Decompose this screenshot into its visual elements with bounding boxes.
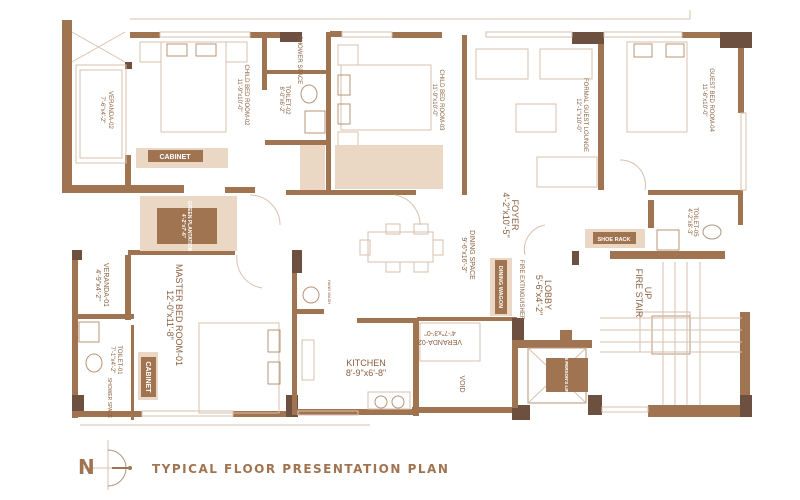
svg-text:CABINET: CABINET	[159, 154, 191, 161]
svg-text:TOILET-028'-0"x6'-2": TOILET-028'-0"x6'-2"	[278, 85, 290, 115]
svg-text:HAND WASH: HAND WASH	[327, 280, 332, 304]
dining-wagon	[495, 260, 507, 314]
svg-text:TOILET-017'-1"x4'-2": TOILET-017'-1"x4'-2"	[109, 345, 122, 375]
bed-guest-04	[626, 41, 688, 133]
plan-title: TYPICAL FLOOR PRESENTATION PLAN	[152, 462, 449, 476]
svg-text:8'-9"x6'-8": 8'-9"x6'-8"	[346, 368, 386, 378]
shoe-rack	[593, 232, 636, 244]
dining-table	[367, 231, 434, 263]
svg-text:CABINET: CABINET	[144, 361, 151, 393]
svg-text:DINING SPACE9'-6"x16'-3": DINING SPACE9'-6"x16'-3"	[460, 230, 475, 280]
north-compass-icon: N	[78, 440, 132, 490]
svg-text:VERANDA-024'-7"x3'-0": VERANDA-024'-7"x3'-0"	[418, 329, 462, 345]
hand-wash-basin	[302, 286, 320, 304]
svg-text:FORMAL GUEST LOUNGE12'-1"x10'-: FORMAL GUEST LOUNGE12'-1"x10'-0"	[575, 78, 588, 152]
furniture	[78, 41, 742, 414]
svg-text:MASTER BED ROOM-0112'-0"x11'-8: MASTER BED ROOM-0112'-0"x11'-8"	[165, 264, 184, 366]
svg-text:VERANDA-027'-6"x4'-2": VERANDA-027'-6"x4'-2"	[99, 91, 113, 129]
plantation-box	[157, 208, 217, 244]
bed-child-03	[340, 64, 432, 131]
svg-text:FOYER4'-2"x10'-5": FOYER4'-2"x10'-5"	[501, 192, 520, 237]
bed-master	[198, 322, 280, 414]
toilet-wc-02	[300, 84, 318, 104]
svg-text:FIRE STAIRUP: FIRE STAIRUP	[634, 269, 653, 318]
bed-child-02	[160, 41, 227, 133]
svg-text:SHOWER SPACE: SHOWER SPACE	[296, 36, 302, 85]
lift-box	[546, 358, 588, 392]
svg-text:KITCHEN: KITCHEN	[346, 358, 386, 368]
svg-text:CHILD BED ROOM-0311'-9"x10'-0": CHILD BED ROOM-0311'-9"x10'-0"	[431, 69, 444, 131]
furniture-labels: CABINET CABINET SHOE RACK DINING WAGON	[144, 154, 631, 393]
svg-text:N: N	[78, 455, 95, 479]
svg-text:CHILD BED ROOM-0211'-9"x10'-0": CHILD BED ROOM-0211'-9"x10'-0"	[236, 64, 249, 126]
svg-text:SHOE RACK: SHOE RACK	[597, 237, 630, 243]
svg-text:GREEN PLANTATION4'-2"x7'-6": GREEN PLANTATION4'-2"x7'-6"	[180, 201, 192, 252]
room-labels: VERANDA-027'-6"x4'-2" CHILD BED ROOM-021…	[94, 36, 714, 419]
svg-text:VOID: VOID	[458, 375, 465, 392]
svg-text:GUEST BED ROOM-0411'-6"x10'-0": GUEST BED ROOM-0411'-6"x10'-0"	[701, 68, 714, 132]
outline-lines	[80, 10, 691, 426]
svg-text:VERANDA-014'-9"x4'-2": VERANDA-014'-9"x4'-2"	[94, 263, 109, 307]
svg-text:FIRE EXTINGUISHER: FIRE EXTINGUISHER	[518, 260, 524, 321]
svg-text:DINING WAGON: DINING WAGON	[497, 266, 503, 308]
cabinet-top	[148, 150, 203, 162]
walls	[62, 20, 752, 420]
svg-text:06 PERSON'S LIFT: 06 PERSON'S LIFT	[564, 355, 569, 395]
cabinet-master	[141, 357, 156, 397]
svg-text:LOBBY5'-6"x4'-2": LOBBY5'-6"x4'-2"	[534, 275, 553, 315]
svg-text:TOILET-054'-2"x8'-3": TOILET-054'-2"x8'-3"	[686, 207, 698, 237]
svg-text:SHOWER SPACE: SHOWER SPACE	[106, 378, 112, 419]
